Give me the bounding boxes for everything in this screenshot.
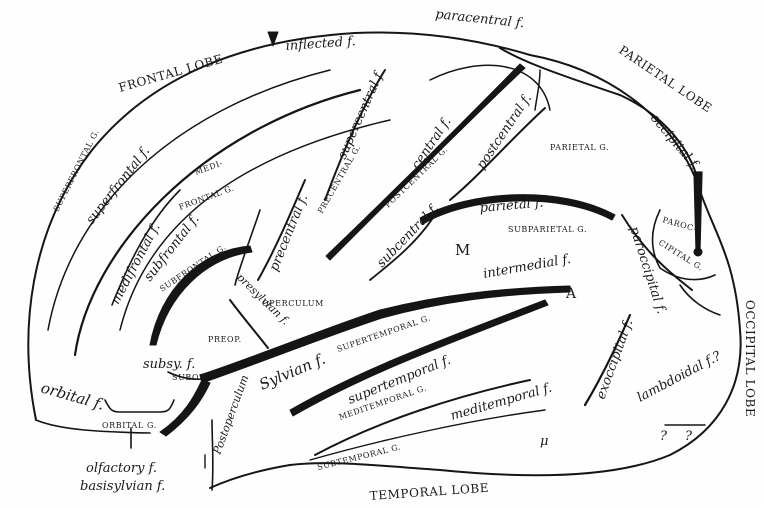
inner-frontal-arch-1: [47, 69, 331, 331]
sylvian-fissure: [199, 285, 571, 384]
subcentral-fissure: [369, 209, 439, 281]
parietal-fissure: [419, 194, 616, 225]
meditemporal-lower: [309, 409, 546, 461]
paroccipital-lower: [679, 284, 721, 316]
medifrontal-fissure: [111, 189, 181, 306]
occipital-lobe-label: OCCIPITAL LOBE: [743, 300, 757, 417]
supertemporal-gyrus-label: SUPERTEMPORAL G.: [336, 313, 432, 354]
inflected-fissure: [267, 31, 279, 47]
supercentral-fissure: [324, 69, 386, 201]
precentral-fissure-label: precentral f.: [267, 192, 311, 273]
inflected-fissure-label: inflected f.: [285, 34, 356, 54]
a-mark: A: [565, 286, 577, 302]
subop-label: SUBOP.: [172, 373, 207, 382]
m-mark: M: [455, 241, 470, 259]
superfrontal-gyrus-label: SUPERFRONTAL G.: [52, 128, 101, 213]
central-fissure: [325, 63, 526, 261]
paroccipital-fissure: [621, 214, 693, 291]
subsylvian-fissure-label: subsy. f.: [143, 357, 195, 372]
superfrontal-fissure-label: superfrontal f.: [83, 144, 153, 228]
temporal-tip-outline: [211, 419, 214, 491]
mu-mark: μ: [540, 434, 548, 449]
presylvian-fissure: [229, 299, 269, 349]
occipital-fissure-end: [693, 247, 703, 257]
temporal-lobe-label: TEMPORAL LOBE: [369, 481, 489, 503]
subfrontal-fissure: [149, 245, 253, 346]
olfactory-fissure-label: olfactory f.: [86, 461, 157, 476]
medi-label: MEDI-: [194, 158, 225, 176]
occipital-fissure-label: occipital f.: [647, 111, 703, 173]
exoccipital-fissure: [583, 313, 632, 407]
inner-frontal-arch-2: [119, 119, 391, 331]
preop-label: PREOP.: [208, 335, 242, 344]
frontal-gyrus-label: FRONTAL G.: [178, 183, 236, 211]
subcentral-fissure-label: subcentral f.: [374, 201, 442, 271]
postcentral-fissure: [449, 107, 546, 201]
postcentral-side-fissure: [534, 69, 541, 111]
meditemporal-fissure: [314, 379, 531, 456]
supertemporal-fissure: [289, 299, 549, 417]
paroccipital-gyrus-label-1: PAROC-: [661, 215, 698, 233]
orbital-fissure-label: orbital f.: [39, 379, 106, 414]
subsylvian-fissure: [167, 371, 205, 381]
operculum-label: OPERCULUM: [262, 299, 324, 308]
precentral-fissure: [257, 179, 306, 281]
parietal-gyrus-label: PARIETAL G.: [550, 143, 609, 152]
parietal-lobe-label: PARIETAL LOBE: [616, 43, 714, 116]
paroccipital-branch: [651, 209, 716, 281]
lambdoidal-fissure-label: lambdoidal f.?: [635, 348, 725, 405]
paracentral-fissure: [499, 47, 701, 201]
sylvian-stem: [159, 379, 211, 437]
intermedial-fissure-label: intermedial f.: [482, 252, 572, 282]
exoccipital-fissure-label: exoccipital f.: [594, 317, 637, 401]
superfrontal-fissure: [73, 88, 362, 357]
question-mark-1: ?: [660, 429, 668, 444]
occipital-fissure: [693, 171, 703, 251]
dot-mark: [519, 289, 525, 295]
basisylvian-fissure-label: basisylvian f.: [80, 479, 165, 494]
orbital-gyrus-label: ORBITAL G.: [102, 421, 157, 430]
subparietal-gyrus-label: SUBPARIETAL G.: [508, 225, 587, 234]
frontal-lobe-label: FRONTAL LOBE: [117, 52, 225, 95]
parietal-fissure-label: parietal f.: [479, 195, 544, 216]
paracentral-fissure-label: paracentral f.: [435, 7, 525, 31]
postcentral-region-curve: [429, 64, 551, 111]
orbital-g-bracket: [104, 399, 175, 413]
orbital-base-outline: [35, 419, 151, 434]
question-mark-2: ?: [685, 429, 693, 444]
postoperculum-label: Postoperculum: [210, 373, 251, 457]
